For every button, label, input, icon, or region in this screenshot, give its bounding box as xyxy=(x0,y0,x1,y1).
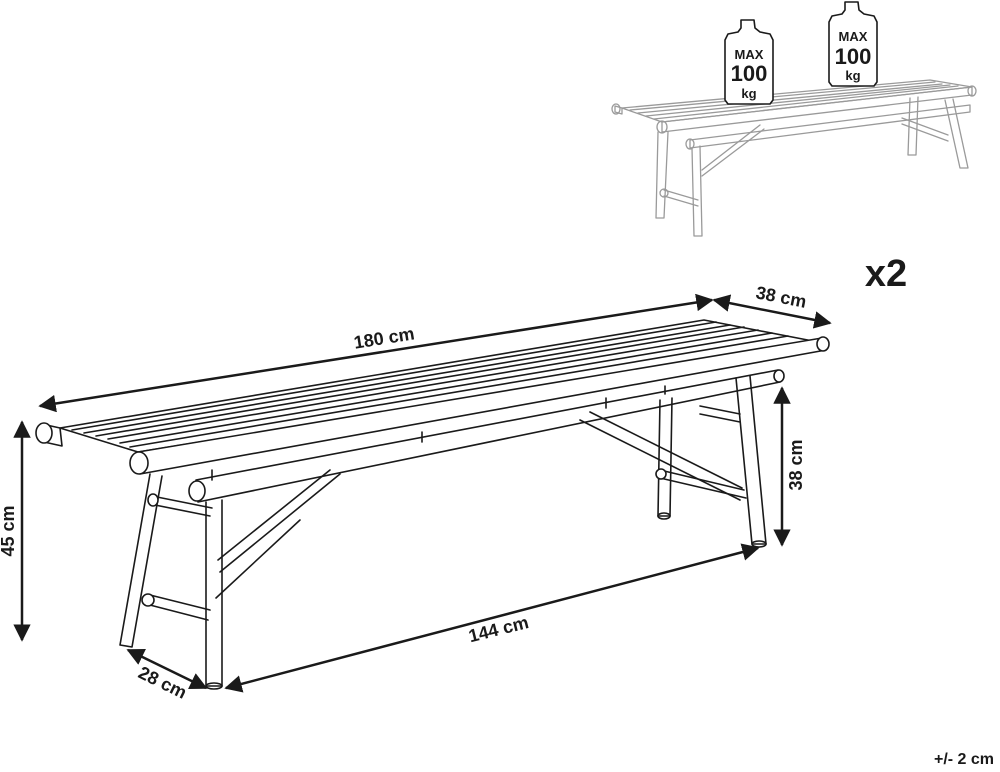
dimension-depth-bottom-label: 28 cm xyxy=(135,662,190,702)
dimension-depth-top-line xyxy=(712,294,832,329)
bench-leg xyxy=(735,375,767,545)
weight-icon: MAX 100 kg xyxy=(828,1,878,87)
dimension-inner-height-label: 38 cm xyxy=(786,439,806,490)
weight-max-label: MAX xyxy=(735,47,764,62)
weight-unit: kg xyxy=(741,86,756,101)
bench-leg xyxy=(119,473,163,648)
dimension-height-label: 45 cm xyxy=(0,505,18,556)
weight-unit: kg xyxy=(845,68,860,83)
weight-value: 100 xyxy=(835,44,872,69)
bench-leg xyxy=(657,397,673,517)
dimension-inner-length-line xyxy=(224,543,760,693)
dimension-depth-top-label: 38 cm xyxy=(754,282,808,311)
dimension-length-line xyxy=(38,293,714,413)
thumbnail-bench xyxy=(611,79,977,237)
dimension-depth-bottom-line xyxy=(126,648,208,690)
weight-max-label: MAX xyxy=(839,29,868,44)
weight-value: 100 xyxy=(731,61,768,86)
tolerance-label: +/- 2 cm xyxy=(934,751,994,768)
quantity-label: x2 xyxy=(865,253,907,295)
dimension-lines xyxy=(13,293,832,693)
bench-leg xyxy=(205,499,223,687)
weight-icon: MAX 100 kg xyxy=(724,19,774,105)
